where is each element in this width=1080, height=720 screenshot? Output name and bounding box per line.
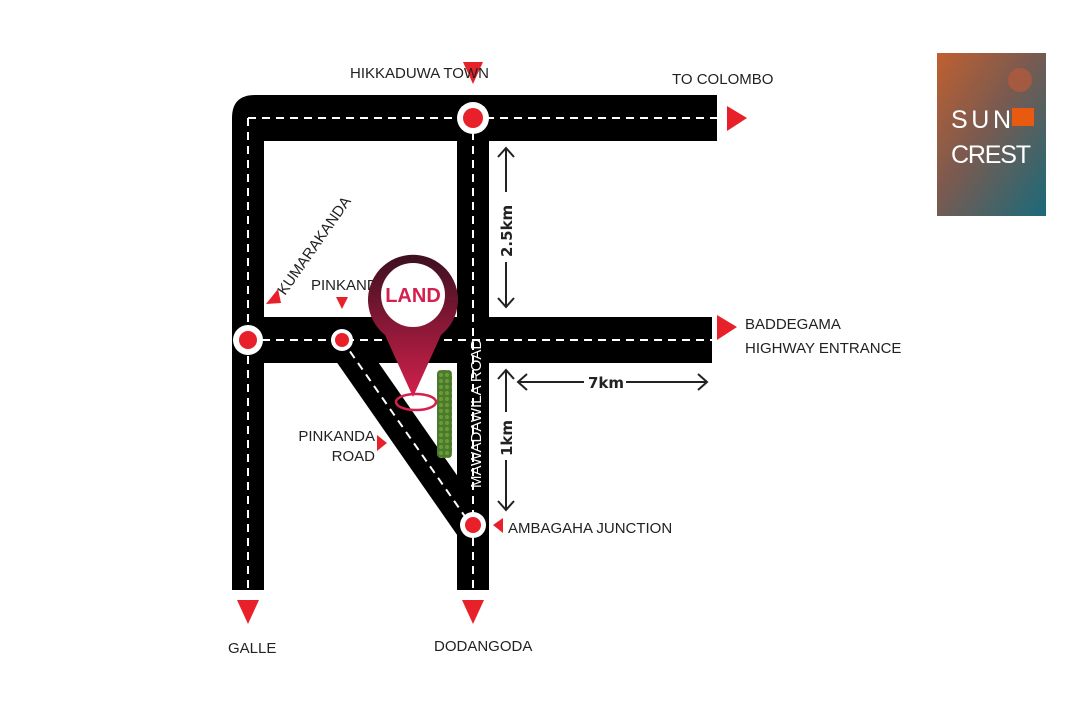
triangle-down-icon: [336, 297, 348, 309]
label-galle: GALLE: [228, 640, 276, 657]
triangle-icon: [266, 289, 281, 304]
direction-markers: [237, 62, 747, 624]
triangle-down-icon: [237, 600, 259, 624]
logo-sun: SUN: [951, 106, 1011, 134]
label-highway-entrance: HIGHWAY ENTRANCE: [745, 340, 901, 357]
junction-pinkanda: [331, 329, 353, 351]
label-dodangoda: DODANGODA: [434, 638, 532, 655]
junction-hikkaduwa: [457, 102, 489, 134]
label-pinkanda: PINKANDA: [311, 277, 388, 294]
triangle-down-icon: [462, 600, 484, 624]
land-pin-icon: LAND: [368, 254, 458, 412]
roads: [232, 95, 717, 590]
land-label: LAND: [385, 285, 441, 307]
junction-kumarakanda: [233, 325, 263, 355]
distance-north: 2.5km: [498, 205, 516, 257]
triangle-right-icon: [717, 315, 737, 340]
triangle-left-icon: [493, 518, 503, 533]
distance-east: 7km: [588, 374, 624, 392]
label-ambagaha-junction: AMBAGAHA JUNCTION: [508, 520, 672, 537]
distance-arrows: [497, 146, 709, 512]
label-pinkanda-road-2: ROAD: [332, 448, 376, 465]
label-baddegama: BADDEGAMA: [745, 316, 841, 333]
triangle-down-icon: [463, 62, 483, 84]
label-to-colombo: TO COLOMBO: [672, 71, 773, 88]
triangle-right-icon: [377, 435, 387, 451]
label-hikkaduwa-town: HIKKADUWA TOWN: [350, 65, 489, 82]
distance-south: 1km: [498, 420, 516, 456]
triangle-right-icon: [727, 106, 747, 131]
logo-crest: CREST: [951, 141, 1031, 169]
junction-ambagaha: [460, 512, 486, 538]
label-mawadawila-road: MAWADAWILA ROAD: [468, 339, 485, 488]
suncrest-logo: SUN CREST: [937, 53, 1046, 216]
junction-markers: [233, 102, 489, 538]
label-pinkanda-road-1: PINKANDA: [298, 428, 375, 445]
tree-strip: [437, 370, 452, 458]
